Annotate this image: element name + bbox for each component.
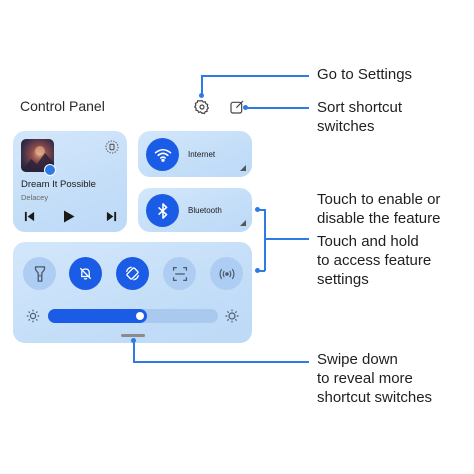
annotation-dot	[255, 207, 260, 212]
auto-rotate-toggle[interactable]	[116, 257, 149, 290]
annotation-line	[258, 209, 265, 211]
annotation-dot	[131, 338, 136, 343]
gear-icon	[194, 99, 210, 115]
wifi-icon	[154, 148, 171, 162]
brightness-slider-knob[interactable]	[136, 312, 144, 320]
annotation-line	[264, 238, 309, 240]
annotation-dot	[243, 105, 248, 110]
annotation-touch-enable: Touch to enable or disable the feature	[317, 191, 441, 227]
expand-corner-icon	[240, 165, 246, 171]
annotation-dot	[255, 268, 260, 273]
annotation-dot	[199, 93, 204, 98]
control-panel-title: Control Panel	[20, 98, 105, 114]
scan-toggle[interactable]	[163, 257, 196, 290]
brightness-low-icon	[26, 309, 40, 323]
play-button[interactable]	[62, 209, 76, 223]
previous-button[interactable]	[23, 209, 35, 223]
bluetooth-icon	[157, 202, 167, 219]
annotation-swipe-down: Swipe down to reveal more shortcut switc…	[317, 351, 433, 406]
internet-tile[interactable]: Internet	[138, 131, 252, 177]
annotation-line	[258, 270, 265, 272]
music-app-badge	[44, 164, 56, 176]
edit-square-icon	[230, 100, 244, 114]
annotation-line	[133, 340, 135, 362]
brightness-high-icon	[225, 309, 239, 323]
annotation-line	[246, 107, 309, 109]
previous-icon	[24, 211, 34, 221]
next-button[interactable]	[105, 209, 117, 223]
shortcut-switches-card	[13, 242, 252, 343]
brightness-slider[interactable]	[48, 309, 218, 323]
bluetooth-label: Bluetooth	[188, 206, 222, 215]
bluetooth-toggle[interactable]	[146, 194, 179, 227]
bluetooth-tile[interactable]: Bluetooth	[138, 188, 252, 232]
media-card[interactable]: Dream It Possible Delacey	[13, 131, 127, 232]
annotation-line	[133, 361, 309, 363]
bell-off-icon	[79, 267, 92, 280]
annotation-go-to-settings: Go to Settings	[317, 66, 413, 83]
annotation-line	[201, 75, 309, 77]
next-icon	[106, 211, 116, 221]
sort-shortcuts-button[interactable]	[228, 98, 246, 116]
cast-icon	[105, 140, 119, 154]
expand-corner-icon	[240, 220, 246, 226]
swipe-down-handle[interactable]	[121, 334, 145, 337]
annotation-line	[201, 75, 203, 95]
settings-button[interactable]	[193, 98, 211, 116]
flashlight-icon	[34, 265, 45, 282]
annotation-line	[264, 209, 266, 271]
annotation-touch-hold: Touch and hold to access feature setting…	[317, 233, 432, 288]
annotation-sort-shortcut: Sort shortcut switches	[317, 99, 403, 135]
wireless-icon	[218, 268, 235, 279]
internet-toggle[interactable]	[146, 138, 179, 171]
rotate-icon	[125, 266, 140, 281]
play-icon	[64, 210, 75, 222]
mute-toggle[interactable]	[69, 257, 102, 290]
brightness-slider-fill	[48, 309, 147, 323]
flashlight-toggle[interactable]	[23, 257, 56, 290]
song-title: Dream It Possible	[21, 179, 96, 190]
artist-name: Delacey	[21, 193, 49, 202]
internet-label: Internet	[188, 150, 216, 159]
wireless-projection-toggle[interactable]	[210, 257, 243, 290]
audio-output-button[interactable]	[104, 139, 120, 155]
scan-icon	[172, 266, 187, 281]
